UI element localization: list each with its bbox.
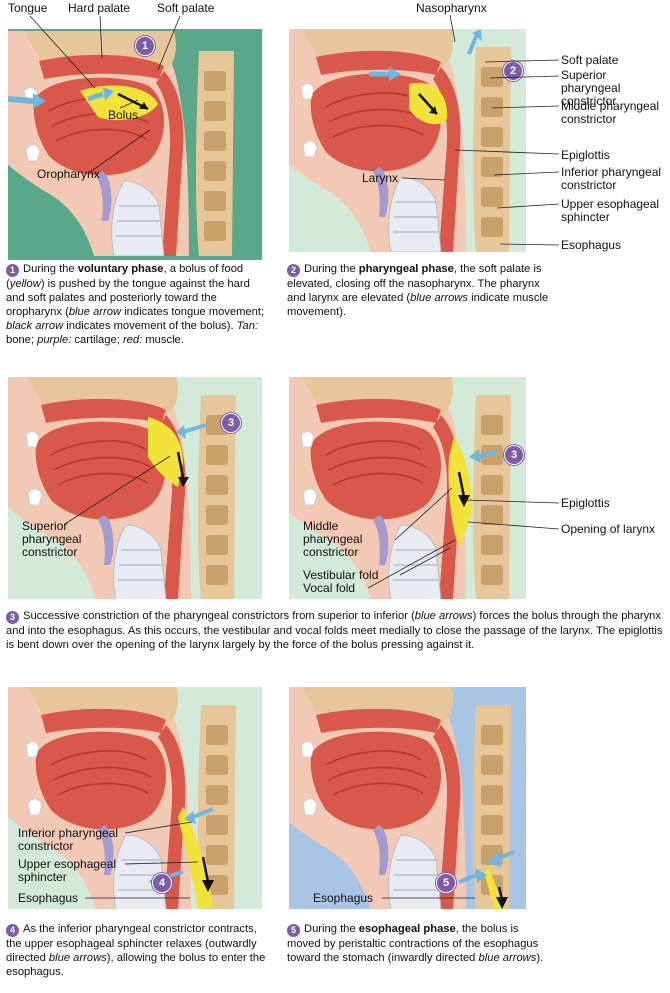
label-superior-constrictor: Superior pharyngeal constrictor [22,520,112,559]
panel-pharyngeal-phase: 2 [289,29,526,252]
label-inferior-constrictor: Inferior pharyngeal constrictor [18,827,128,853]
step-badge: 2 [503,61,523,81]
label-nasopharynx: Nasopharynx [416,2,487,15]
label-larynx: Larynx [362,172,398,185]
label-oropharynx: Oropharynx [37,168,100,181]
label-esophagus: Esophagus [561,239,621,252]
label-opening-of-larynx: Opening of larynx [561,523,655,536]
label-hard-palate: Hard palate [68,2,130,15]
label-inferior-constrictor: Inferior pharyngeal constrictor [561,166,666,192]
panel-pharyngeal-constriction-b: 3 [289,377,526,599]
label-bolus: Bolus [108,109,138,122]
label-middle-constrictor: Middle pharyngeal constrictor [303,520,393,559]
label-epiglottis: Epiglottis [561,149,610,162]
panel-esophageal-phase: 5 [289,687,526,909]
label-epiglottis: Epiglottis [561,497,610,510]
label-soft-palate: Soft palate [157,2,214,15]
label-upper-sphincter: Upper esophageal sphincter [18,858,128,884]
head-illustration [289,687,526,909]
step-badge: 3 [221,413,241,433]
label-esophagus: Esophagus [18,892,78,905]
label-esophagus: Esophagus [313,892,373,905]
panel-pharyngeal-constriction-a: 3 [8,377,262,599]
head-illustration [8,29,262,260]
label-tongue: Tongue [8,2,47,15]
head-illustration [289,377,526,599]
label-upper-sphincter: Upper esophageal sphincter [561,198,666,224]
step-badge: 1 [135,36,155,56]
head-illustration [289,29,526,252]
step-badge: 3 [504,445,524,465]
head-illustration [8,377,262,599]
step-badge: 4 [152,873,172,893]
label-soft-palate: Soft palate [561,54,618,67]
panel-voluntary-phase: 1 [8,29,262,260]
label-middle-constrictor: Middle pharyngeal constrictor [561,100,666,126]
label-vocal-fold: Vocal fold [303,582,355,595]
step-badge: 5 [436,873,456,893]
